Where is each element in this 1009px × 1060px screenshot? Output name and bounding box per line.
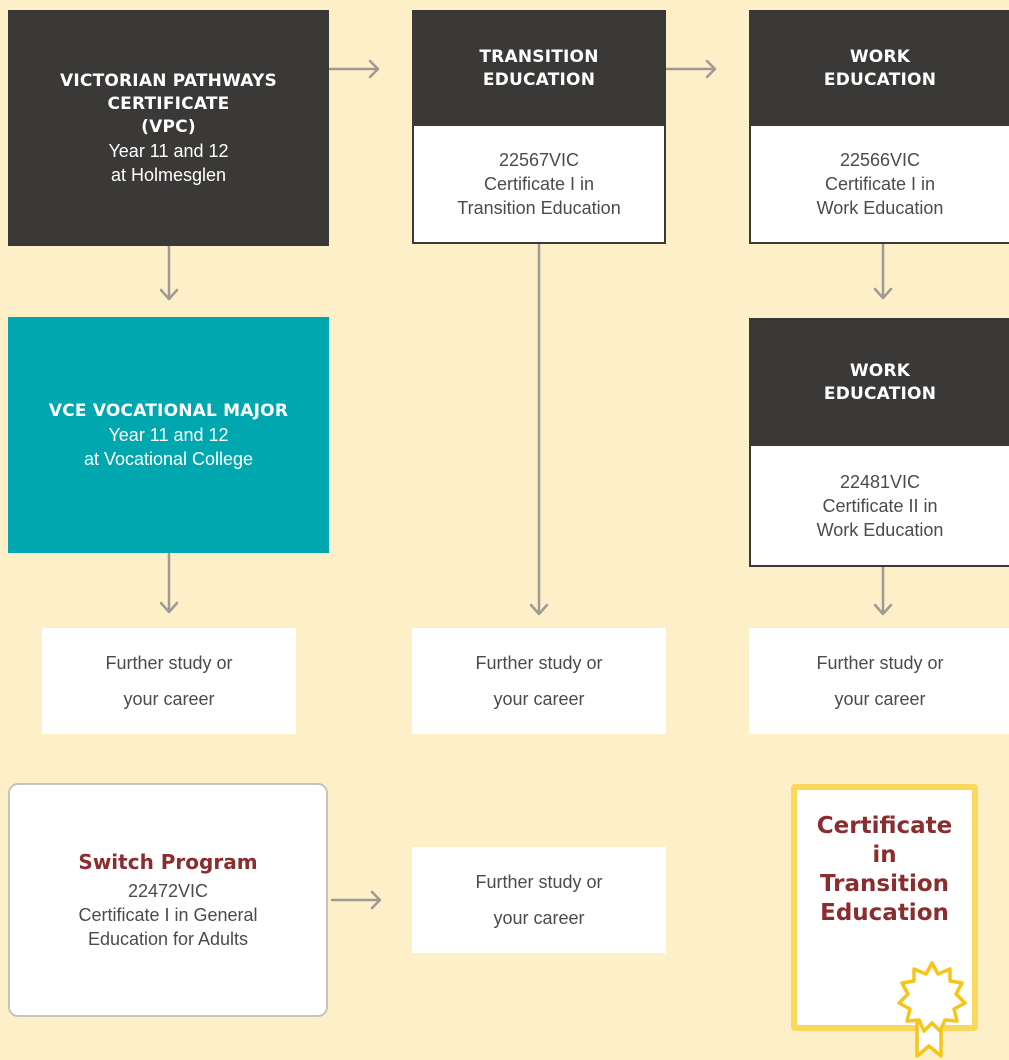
arrow-vpc-to-transition <box>328 59 380 79</box>
arrow-work2-to-further <box>873 565 893 616</box>
switch-program-box: Switch Program 22472VIC Certificate I in… <box>8 783 328 1017</box>
further-study-box-2: Further study or your career <box>412 628 666 734</box>
work-education-card-1: WORK EDUCATION 22566VIC Certificate I in… <box>749 10 1009 244</box>
work-education-card-2: WORK EDUCATION 22481VIC Certificate II i… <box>749 318 1009 567</box>
switch-title: Switch Program <box>78 850 258 874</box>
arrow-vce-to-further <box>159 552 179 614</box>
arrow-transition-to-work <box>665 59 717 79</box>
switch-details: 22472VIC Certificate I in General Educat… <box>78 881 258 949</box>
vpc-title: VICTORIAN PATHWAYS CERTIFICATE (VPC) <box>60 70 277 137</box>
work2-title: WORK EDUCATION <box>751 320 1009 446</box>
vce-description: Year 11 and 12 at Vocational College <box>83 424 254 469</box>
vce-vocational-major-box: VCE VOCATIONAL MAJOR Year 11 and 12 at V… <box>8 317 329 553</box>
work1-details: 22566VIC Certificate I in Work Education <box>816 150 944 218</box>
arrow-switch-to-further <box>330 890 382 910</box>
arrow-work1-to-work2 <box>873 242 893 300</box>
arrow-vpc-to-vce <box>159 244 179 301</box>
transition-title: TRANSITION EDUCATION <box>414 12 664 126</box>
work1-title: WORK EDUCATION <box>751 12 1009 126</box>
further-study-box-4: Further study or your career <box>412 847 666 953</box>
transition-education-card: TRANSITION EDUCATION 22567VIC Certificat… <box>412 10 666 244</box>
transition-details: 22567VIC Certificate I in Transition Edu… <box>457 150 621 218</box>
further-study-box-3: Further study or your career <box>749 628 1009 734</box>
certificate-text: Certificate in Transition Education <box>816 813 953 926</box>
further-study-box-1: Further study or your career <box>42 628 296 734</box>
vpc-box: VICTORIAN PATHWAYS CERTIFICATE (VPC) Yea… <box>8 10 329 246</box>
arrow-transition-to-further <box>529 242 549 616</box>
certificate-illustration: Certificate in Transition Education <box>791 784 978 1031</box>
vce-title: VCE VOCATIONAL MAJOR <box>48 400 289 421</box>
award-seal-icon <box>897 961 967 1058</box>
vpc-description: Year 11 and 12 at Holmesglen <box>108 140 229 185</box>
work2-details: 22481VIC Certificate II in Work Educatio… <box>816 471 944 540</box>
